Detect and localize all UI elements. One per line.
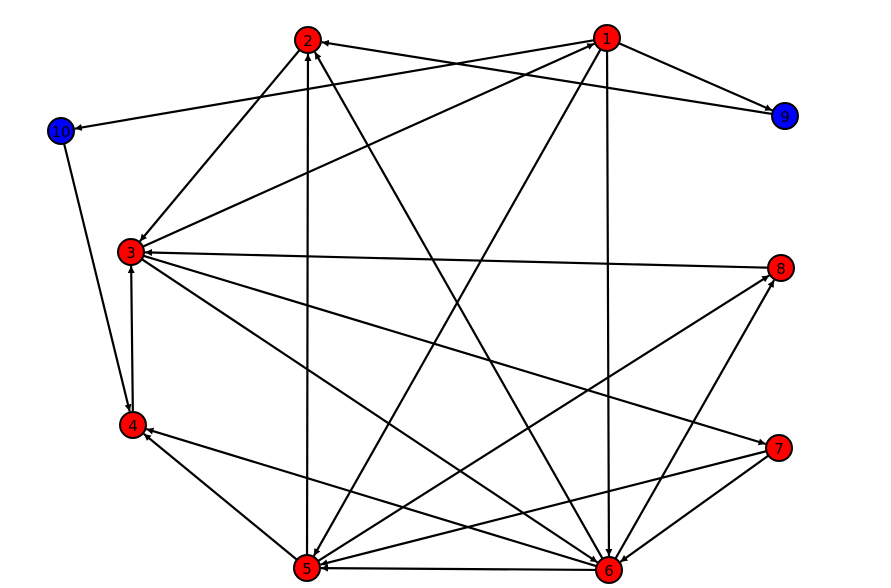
edge-5-to-2 (304, 53, 312, 556)
node-circle (117, 238, 145, 266)
node-label: 2 (303, 32, 313, 50)
edge-7-to-5 (320, 450, 767, 567)
edge-1-to-9 (618, 42, 773, 112)
edge-4-to-3 (127, 265, 135, 413)
edge-3-to-7 (143, 254, 766, 446)
node-label: 4 (128, 417, 138, 435)
edge-7-to-6 (619, 454, 770, 563)
edge-6-to-2 (313, 51, 604, 560)
nodes: 1 2 3 4 5 6 7 8 9 10 (47, 24, 799, 584)
node-1: 1 (593, 24, 621, 52)
edge-8-to-3 (144, 249, 769, 269)
edge-3-to-6 (141, 258, 598, 564)
node-label: 10 (51, 123, 70, 141)
edge-6-to-5 (320, 564, 597, 572)
node-7: 7 (765, 434, 793, 462)
node-label: 9 (780, 108, 790, 126)
edge-2-to-3 (139, 49, 301, 242)
node-circle (595, 556, 623, 584)
node-8: 8 (767, 254, 795, 282)
edges (63, 39, 776, 572)
node-6: 6 (595, 556, 623, 584)
edge-6-to-8 (614, 279, 776, 560)
edge-5-to-8 (317, 274, 770, 562)
node-circle (765, 434, 793, 462)
node-label: 7 (774, 440, 784, 458)
node-label: 3 (126, 244, 136, 262)
node-label: 6 (604, 562, 614, 580)
node-10: 10 (47, 117, 75, 145)
edge-9-to-2 (321, 39, 773, 116)
node-circle (593, 24, 621, 52)
edge-1-to-10 (74, 39, 595, 131)
node-5: 5 (293, 554, 321, 582)
node-label: 8 (776, 260, 786, 278)
node-circle (293, 554, 321, 582)
node-4: 4 (119, 411, 147, 439)
node-circle (767, 254, 795, 282)
node-circle (119, 411, 147, 439)
edge-10-to-4 (63, 143, 132, 412)
edge-5-to-4 (143, 433, 298, 561)
node-circle (47, 117, 75, 145)
node-2: 2 (294, 26, 322, 54)
node-circle (771, 102, 799, 130)
node-label: 1 (602, 30, 612, 48)
node-label: 5 (302, 560, 312, 578)
node-9: 9 (771, 102, 799, 130)
edge-6-to-4 (146, 427, 597, 568)
node-circle (294, 26, 322, 54)
edge-1-to-6 (605, 50, 613, 557)
node-3: 3 (117, 238, 145, 266)
